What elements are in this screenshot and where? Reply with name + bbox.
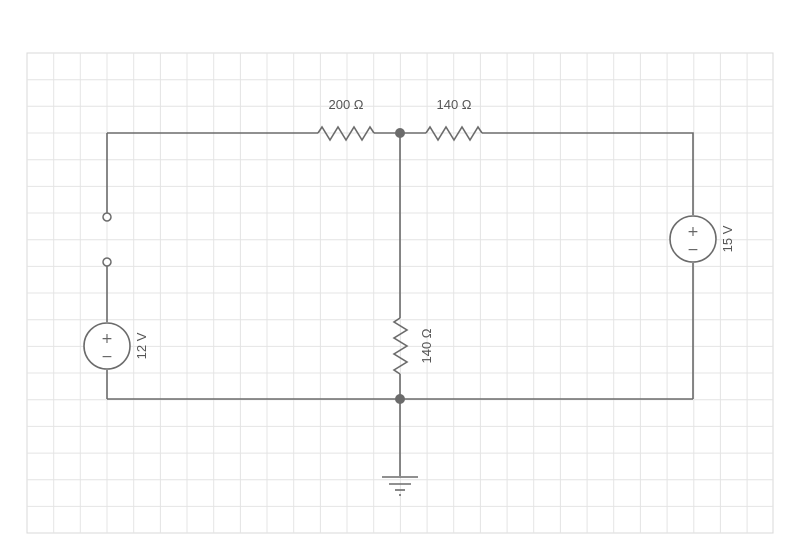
voltage-source-left-plus: +: [101, 331, 113, 347]
resistor-r1-zigzag: [317, 125, 375, 142]
switch-terminal-bottom: [102, 257, 112, 267]
resistor-r3-label: 140 Ω: [419, 328, 434, 363]
voltage-source-left-minus: −: [101, 349, 113, 365]
junction-node-bottom[interactable]: [395, 394, 405, 404]
resistor-r1[interactable]: 200 Ω: [317, 97, 375, 142]
voltage-source-left[interactable]: + − 12 V: [83, 322, 149, 370]
voltage-source-right[interactable]: + − 15 V: [669, 215, 735, 263]
resistor-r2-label: 140 Ω: [436, 97, 471, 112]
voltage-source-right-plus: +: [687, 224, 699, 240]
junction-node-top[interactable]: [395, 128, 405, 138]
voltage-source-left-body: [83, 322, 131, 370]
switch-terminal-top: [102, 212, 112, 222]
resistor-r3[interactable]: 140 Ω: [392, 317, 434, 375]
resistor-r2-zigzag: [425, 125, 483, 142]
resistor-r1-label: 200 Ω: [328, 97, 363, 112]
voltage-source-left-label: 12 V: [134, 332, 149, 359]
wire-top-right: [482, 132, 694, 215]
voltage-source-right-label: 15 V: [720, 225, 735, 252]
resistor-r2[interactable]: 140 Ω: [425, 97, 483, 142]
voltage-source-right-body: [669, 215, 717, 263]
resistor-r3-zigzag: [392, 317, 409, 375]
switch[interactable]: [102, 212, 112, 267]
ground-symbol[interactable]: [382, 476, 418, 496]
voltage-source-right-minus: −: [687, 242, 699, 258]
